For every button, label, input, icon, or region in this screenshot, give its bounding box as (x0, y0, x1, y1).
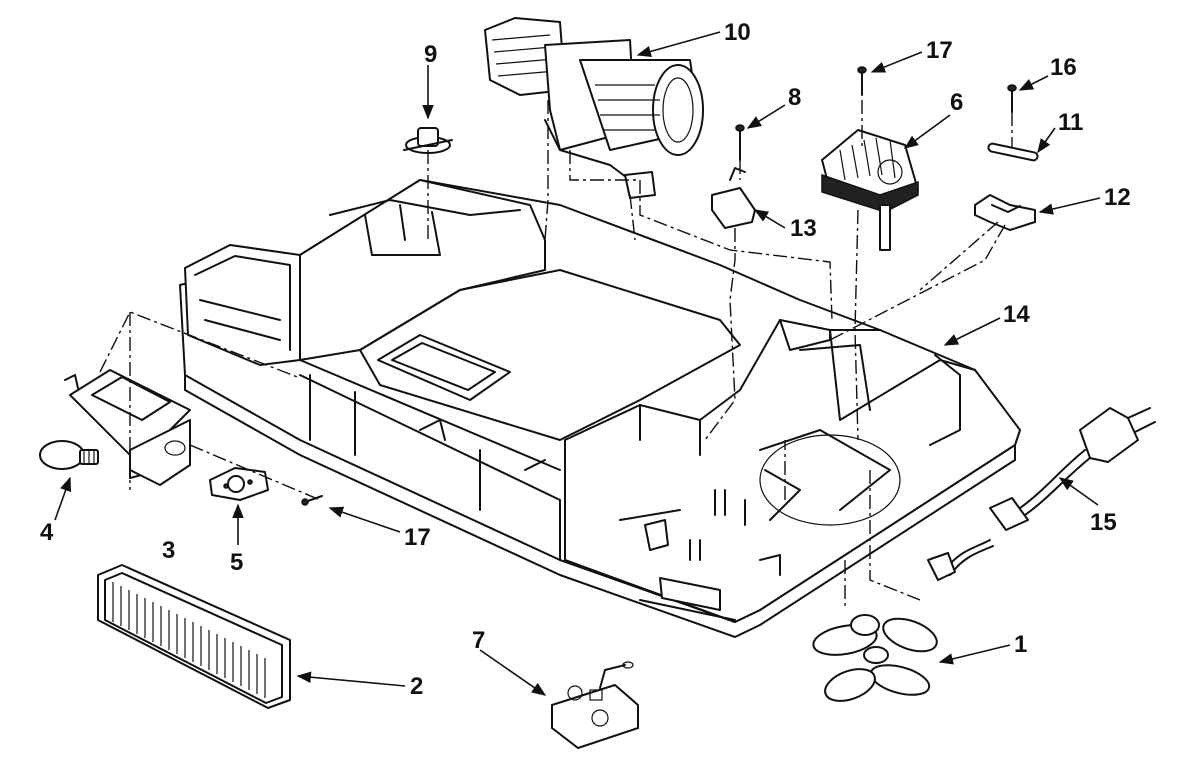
callout-13: 13 (790, 215, 817, 242)
power-cord-part-15 (927, 407, 1156, 581)
lamp-bracket-part-3 (64, 369, 191, 486)
callout-17-bottom: 17 (404, 524, 431, 551)
blower-assembly-part-10 (484, 17, 704, 199)
callout-1: 1 (1014, 631, 1027, 658)
fuse-part-11 (987, 142, 1039, 162)
callout-4: 4 (40, 519, 54, 546)
callout-3: 3 (162, 537, 175, 564)
assembly-lines (99, 100, 1013, 610)
fan-blade-part-1 (812, 614, 938, 702)
thermal-cutout-part-5 (209, 467, 269, 501)
screw-part-16 (1007, 84, 1017, 113)
callout-15: 15 (1090, 509, 1117, 536)
callout-8: 8 (788, 84, 801, 111)
callout-17-top: 17 (926, 37, 953, 64)
screw-part-17-bottom (301, 495, 323, 506)
callout-11: 11 (1058, 109, 1083, 136)
callout-2: 2 (410, 673, 423, 700)
callout-12: 12 (1104, 184, 1131, 211)
thermostat-part-9 (403, 127, 453, 154)
callout-6: 6 (950, 89, 963, 116)
callout-14: 14 (1003, 301, 1030, 328)
callout-labels: 1 2 3 4 5 6 7 8 9 10 11 12 13 14 15 16 1… (40, 19, 1131, 700)
base-chassis-part-14 (179, 179, 1021, 638)
switch-part-13 (711, 167, 756, 229)
lamp-bulb-part-4 (39, 440, 99, 470)
callout-5: 5 (230, 549, 243, 576)
circuit-board-part-7 (551, 661, 639, 749)
screw-part-8 (735, 124, 745, 161)
callout-9: 9 (424, 41, 437, 68)
leader-lines (54, 31, 1101, 696)
grille-part-2 (97, 564, 291, 709)
callout-7: 7 (472, 627, 485, 654)
screw-part-17-top (857, 66, 867, 96)
transformer-part-6 (821, 129, 919, 251)
callout-16: 16 (1050, 54, 1077, 81)
callout-10: 10 (724, 19, 751, 46)
fuse-holder-part-12 (974, 194, 1036, 231)
